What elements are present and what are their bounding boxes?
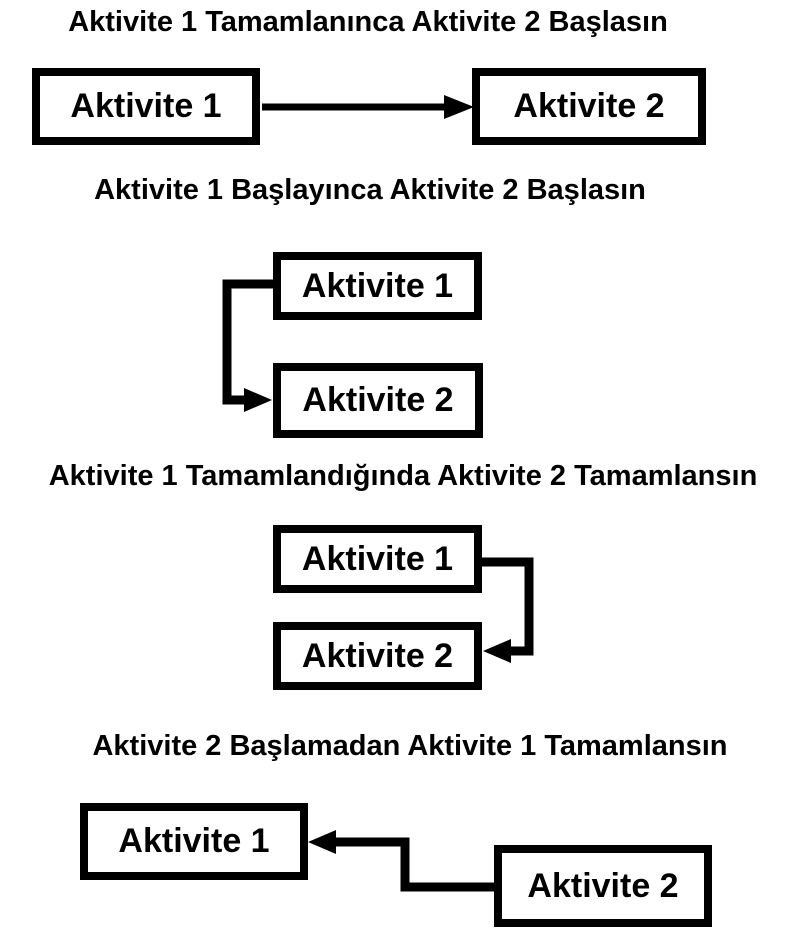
activity-label: Aktivite 2 [527,866,679,905]
activity-label: Aktivite 1 [301,266,454,305]
arrowhead-left-icon [308,830,336,854]
activity-label: Aktivite 2 [302,381,454,419]
activity-label: Aktivite 1 [118,822,270,860]
activity-box-2: Aktivite 2 [472,68,706,145]
activity-box-1: Aktivite 1 [273,252,482,320]
activity-label: Aktivite 2 [513,87,665,125]
activity-box-2: Aktivite 2 [494,845,712,927]
activity-box-1: Aktivite 1 [80,803,308,880]
section-title-finish-to-start: Aktivite 1 Tamamlanınca Aktivite 2 Başla… [68,6,668,38]
arrow-start-to-finish [308,830,494,892]
activity-box-1: Aktivite 1 [273,525,482,593]
section-title-start-to-start: Aktivite 1 Başlayınca Aktivite 2 Başlası… [94,174,646,206]
section-title-start-to-finish: Aktivite 2 Başlamadan Aktivite 1 Tamamla… [92,730,728,762]
activity-box-2: Aktivite 2 [273,363,483,438]
arrowhead-right-icon [444,95,474,119]
activity-label: Aktivite 1 [301,539,454,578]
activity-box-1: Aktivite 1 [32,68,260,145]
activity-label: Aktivite 2 [301,636,454,675]
arrowhead-right-icon [244,388,272,412]
arrowhead-left-icon [483,639,511,663]
arrow-start-to-start [222,279,273,412]
arrow-finish-to-start [262,95,474,119]
activity-label: Aktivite 1 [70,87,222,125]
section-title-finish-to-finish: Aktivite 1 Tamamlandığında Aktivite 2 Ta… [48,460,758,492]
activity-box-2: Aktivite 2 [273,622,482,690]
arrow-finish-to-finish [482,557,534,663]
